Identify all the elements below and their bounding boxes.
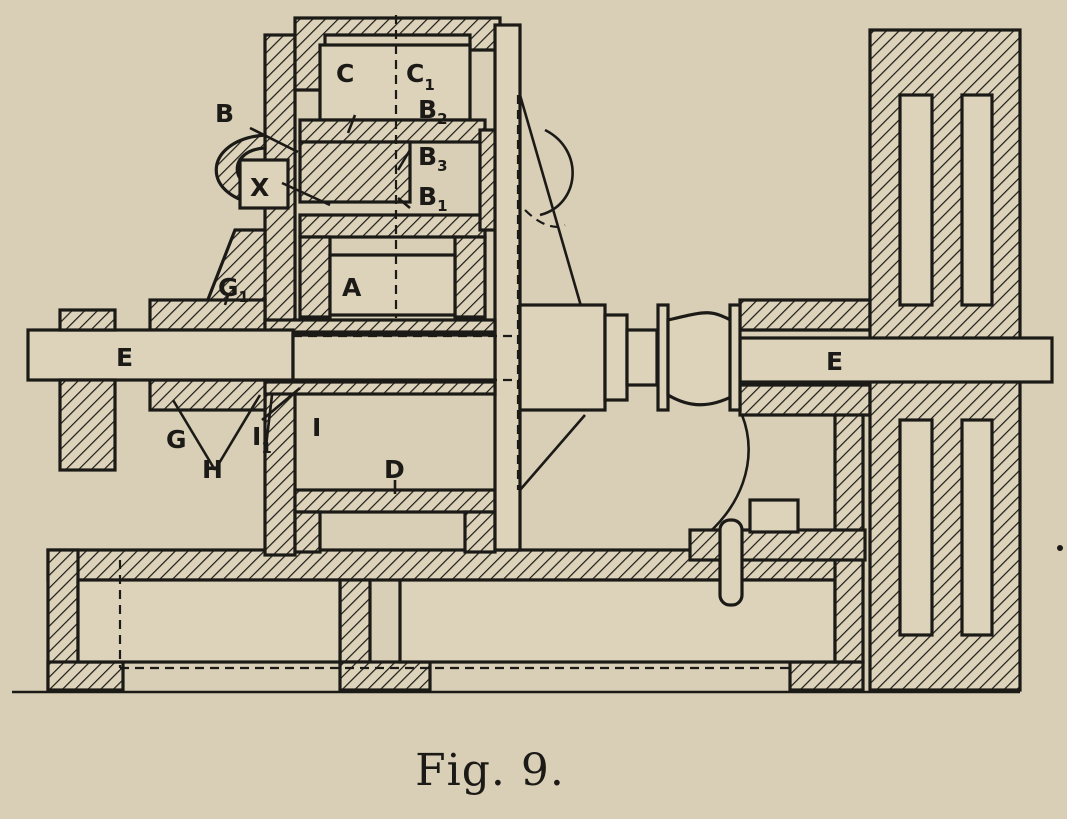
left-bearing: [148, 298, 497, 412]
labels: C C1 B B2 B3 B1 X A G1 E E G H I1 I D: [116, 59, 843, 484]
x-block: [197, 133, 290, 322]
label-b1: B1: [418, 182, 448, 215]
label-b: B: [215, 99, 234, 128]
label-e-right: E: [826, 347, 843, 376]
label-i: I: [312, 413, 321, 442]
label-b3: B3: [418, 142, 448, 175]
housing: [263, 15, 502, 557]
label-g1: G1: [218, 273, 249, 306]
label-d: D: [384, 455, 405, 484]
figure-caption: Fig. 9.: [415, 745, 565, 796]
label-x: X: [250, 173, 269, 202]
label-b2: B2: [418, 95, 448, 128]
label-e-left: E: [116, 343, 133, 372]
disc: [493, 23, 587, 552]
label-a: A: [342, 273, 362, 302]
coupling: [518, 303, 742, 412]
label-g: G: [166, 425, 187, 454]
label-c: C: [336, 59, 354, 88]
label-i1: I1: [252, 422, 272, 457]
label-h: H: [202, 455, 223, 484]
left-pulley: [58, 308, 117, 472]
leader-lines: [171, 114, 412, 494]
print-mark: [1057, 545, 1063, 551]
label-c1: C1: [406, 59, 435, 94]
